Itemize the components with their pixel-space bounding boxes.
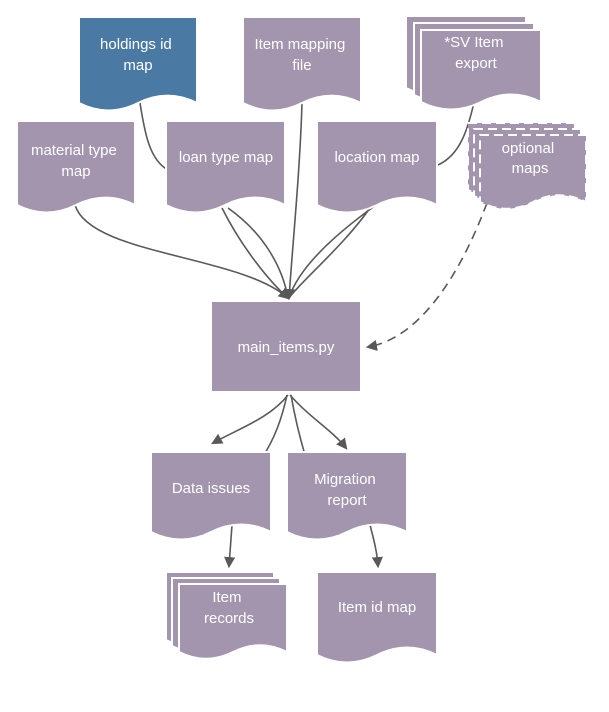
migration-report-document[interactable]: [286, 451, 408, 541]
sv-item-export-label: *SV Item export: [444, 34, 507, 72]
main-items-label: main_items.py: [238, 339, 335, 356]
edge-sv-export-to-location: [437, 97, 476, 166]
data-issues-label: Data issues: [172, 480, 250, 497]
edge-main-to-output-b: [290, 394, 306, 456]
edge-loan-to-main-b: [221, 207, 289, 299]
edge-loan-to-main-a: [227, 207, 289, 299]
data-issues-document[interactable]: [150, 451, 272, 541]
holdings-id-map-document[interactable]: [78, 16, 198, 112]
location-map-document[interactable]: [316, 120, 438, 214]
edge-main-to-output-a: [261, 394, 288, 459]
item-id-map-label: Item id map: [338, 599, 416, 616]
material-type-map-label: material type map: [31, 142, 121, 180]
main-items-process[interactable]: [210, 300, 362, 393]
item-id-map-document[interactable]: [316, 571, 438, 664]
holdings-id-map-label: holdings id map: [100, 36, 176, 74]
edge-main-to-migration: [289, 394, 348, 450]
edge-migration-to-item-id-map: [369, 524, 383, 569]
item-mapping-file-document[interactable]: [242, 16, 362, 112]
edge-optional-to-main: [365, 202, 488, 351]
edge-item-mapping-to-main: [284, 102, 303, 301]
loan-type-map-document[interactable]: [165, 120, 286, 214]
item-records-document[interactable]: [178, 583, 288, 660]
migration-report-label: Migration report: [314, 471, 380, 509]
edge-location-to-main-b: [288, 204, 373, 299]
optional-maps-document[interactable]: [479, 134, 587, 210]
edge-holdings-to-loan: [139, 102, 169, 171]
optional-maps-label: optional maps: [502, 140, 559, 177]
loan-type-map-label: loan type map: [179, 149, 273, 166]
edge-location-to-main-a: [288, 204, 377, 299]
material-type-map-document[interactable]: [16, 120, 136, 214]
edge-data-issues-to-records: [224, 524, 236, 569]
item-mapping-file-label: Item mapping file: [254, 36, 349, 74]
sv-item-export-document[interactable]: [420, 29, 542, 111]
item-records-label: Item records: [204, 589, 254, 627]
edge-main-to-data-issues: [211, 394, 289, 445]
edge-material-to-main: [74, 204, 290, 300]
location-map-label: location map: [334, 149, 419, 166]
